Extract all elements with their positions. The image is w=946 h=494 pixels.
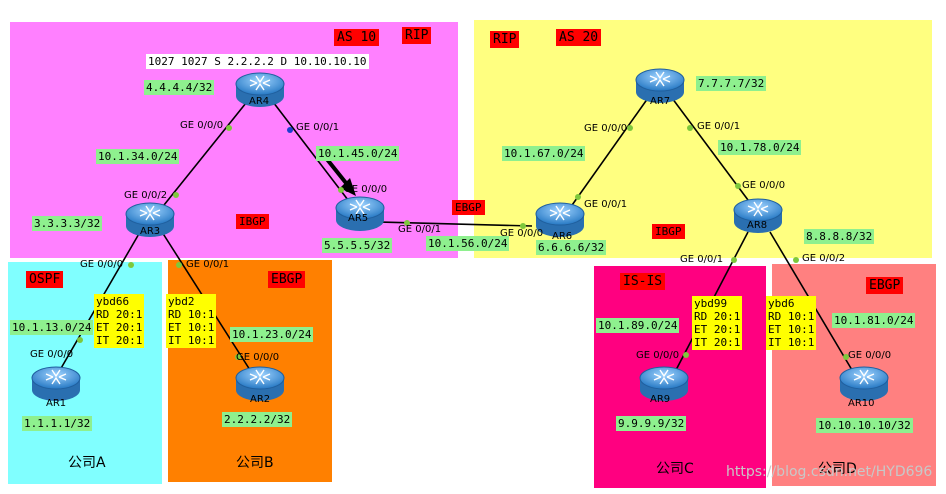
router-ar1-label: AR1 <box>46 398 67 409</box>
loopback-ar8: 8.8.8.8/32 <box>804 229 875 244</box>
port-ar8-ge002: GE 0/0/2 <box>802 253 846 264</box>
vrf-rd: RD 10:1 <box>768 310 815 323</box>
vrf-ybd99: ybd99 RD 20:1 ET 20:1 IT 20:1 <box>692 296 743 350</box>
network-10-1-81: 10.1.81.0/24 <box>832 313 916 328</box>
network-10-1-34: 10.1.34.0/24 <box>96 149 180 164</box>
network-10-1-45: 10.1.45.0/24 <box>316 146 400 161</box>
vrf-name: ybd2 <box>168 295 195 308</box>
loopback-ar6: 6.6.6.6/32 <box>536 240 607 255</box>
loopback-ar3: 3.3.3.3/32 <box>32 216 103 231</box>
company-d-proto-label: EBGP <box>866 277 904 294</box>
port-ar1-ge000: GE 0/0/0 <box>30 349 74 360</box>
link-ar7-ar6 <box>569 97 649 209</box>
port-ar5-ge001: GE 0/0/1 <box>398 224 442 235</box>
port-ar8-ge001: GE 0/0/1 <box>680 254 724 265</box>
router-ar6-label: AR6 <box>552 231 573 242</box>
vrf-it: IT 20:1 <box>694 336 741 349</box>
watermark: https://blog.csdn.net/HYD696 <box>726 464 933 480</box>
vrf-name: ybd6 <box>768 297 795 310</box>
vrf-name: ybd99 <box>694 297 728 310</box>
route-label: 1027 1027 S 2.2.2.2 D 10.10.10.10 <box>146 54 369 69</box>
vrf-ybd6: ybd6 RD 10:1 ET 10:1 IT 10:1 <box>766 296 817 350</box>
ibgp-right-label: IBGP <box>652 224 685 239</box>
vrf-rd: RD 20:1 <box>694 310 741 323</box>
network-10-1-67: 10.1.67.0/24 <box>502 146 586 161</box>
vrf-et: ET 10:1 <box>168 321 215 334</box>
router-ar7-label: AR7 <box>650 96 671 107</box>
router-ar3-label: AR3 <box>140 226 161 237</box>
loopback-ar2: 2.2.2.2/32 <box>222 412 293 427</box>
vrf-it: IT 10:1 <box>768 336 815 349</box>
router-ar8-label: AR8 <box>747 220 768 231</box>
loopback-ar10: 10.10.10.10/32 <box>816 418 913 433</box>
loopback-ar7: 7.7.7.7/32 <box>696 76 767 91</box>
vrf-et: ET 20:1 <box>96 321 143 334</box>
port-ar4-ge001: GE 0/0/1 <box>296 122 340 133</box>
company-c-proto-label: IS-IS <box>620 273 666 290</box>
port-dots <box>77 125 849 360</box>
loopback-ar5: 5.5.5.5/32 <box>322 238 393 253</box>
as10-label: AS 10 <box>334 29 380 46</box>
router-ar10-icon[interactable] <box>839 366 889 402</box>
vrf-et: ET 10:1 <box>768 323 815 336</box>
vrf-rd: RD 10:1 <box>168 308 215 321</box>
router-ar10-label: AR10 <box>848 398 875 409</box>
loopback-ar9: 9.9.9.9/32 <box>616 416 687 431</box>
network-10-1-13: 10.1.13.0/24 <box>10 320 94 335</box>
router-ar4-label: AR4 <box>249 96 270 107</box>
company-a-label: 公司A <box>68 455 106 471</box>
port-ar5-ge000: GE 0/0/0 <box>344 184 388 195</box>
vrf-et: ET 20:1 <box>694 323 741 336</box>
router-ar2-label: AR2 <box>250 394 271 405</box>
port-ar10-ge000: GE 0/0/0 <box>848 350 892 361</box>
network-10-1-56: 10.1.56.0/24 <box>426 236 510 251</box>
network-10-1-78: 10.1.78.0/24 <box>718 140 802 155</box>
vrf-ybd66: ybd66 RD 20:1 ET 20:1 IT 20:1 <box>94 294 145 348</box>
router-ar9-label: AR9 <box>650 394 671 405</box>
port-ar3-ge002: GE 0/0/2 <box>124 190 168 201</box>
as10-proto-label: RIP <box>402 27 432 44</box>
company-a-proto-label: OSPF <box>26 271 64 288</box>
company-b-label: 公司B <box>236 455 274 471</box>
vrf-name: ybd66 <box>96 295 130 308</box>
vrf-rd: RD 20:1 <box>96 308 143 321</box>
port-ar2-ge000: GE 0/0/0 <box>236 352 280 363</box>
link-ar7-ar8 <box>671 97 749 201</box>
port-ar3-ge001: GE 0/0/1 <box>186 259 230 270</box>
as20-proto-label: RIP <box>490 31 520 48</box>
company-c-label: 公司C <box>656 461 694 477</box>
port-ar7-ge000: GE 0/0/0 <box>584 123 628 134</box>
ebgp-mid-label: EBGP <box>452 200 485 215</box>
router-ar5-label: AR5 <box>348 213 369 224</box>
port-ar6-ge000: GE 0/0/0 <box>500 228 544 239</box>
company-b-proto-label: EBGP <box>268 271 306 288</box>
port-ar4-ge000: GE 0/0/0 <box>180 120 224 131</box>
vrf-ybd2: ybd2 RD 10:1 ET 10:1 IT 10:1 <box>166 294 217 348</box>
port-ar3-ge000: GE 0/0/0 <box>80 259 124 270</box>
ibgp-left-label: IBGP <box>236 214 269 229</box>
port-ar6-ge001: GE 0/0/1 <box>584 199 628 210</box>
link-ar4-ar5 <box>269 97 349 201</box>
network-10-1-23: 10.1.23.0/24 <box>230 327 314 342</box>
port-ar9-ge000: GE 0/0/0 <box>636 350 680 361</box>
vrf-it: IT 20:1 <box>96 334 143 347</box>
loopback-ar4: 4.4.4.4/32 <box>144 80 215 95</box>
network-10-1-89: 10.1.89.0/24 <box>596 318 680 333</box>
vrf-it: IT 10:1 <box>168 334 215 347</box>
port-ar8-ge000: GE 0/0/0 <box>742 180 786 191</box>
loopback-ar1: 1.1.1.1/32 <box>22 416 93 431</box>
port-ar7-ge001: GE 0/0/1 <box>697 121 741 132</box>
router-ar1-icon[interactable] <box>31 366 81 402</box>
as20-label: AS 20 <box>556 29 602 46</box>
company-d-label: 公司D <box>818 461 857 477</box>
link-ar4-ar3 <box>159 97 251 211</box>
